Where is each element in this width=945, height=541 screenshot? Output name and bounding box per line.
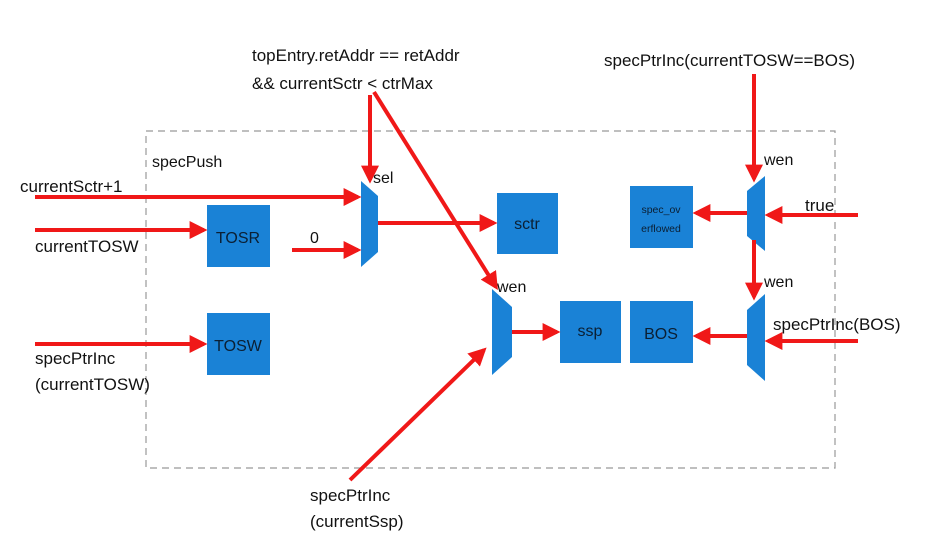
sctr-register	[497, 193, 558, 254]
true-input-label: true	[805, 196, 834, 215]
spec-ptr-inc-label-line1: specPtrInc	[35, 349, 116, 368]
bos-wen-mux	[747, 294, 765, 381]
overflow-wen-label: wen	[763, 152, 793, 169]
bos-wen-label: wen	[763, 274, 793, 291]
sel-condition-line1: topEntry.retAddr == retAddr	[252, 46, 460, 65]
ssp-register	[560, 301, 621, 363]
current-sctr-plus-1-label: currentSctr+1	[20, 177, 123, 196]
wire-current-ssp-to-ssp-wen	[348, 347, 487, 482]
spec-overflowed-label-line1: spec_ov	[641, 204, 681, 216]
ssp-wen-mux	[492, 289, 512, 375]
spec-ptr-inc-bos-label: specPtrInc(BOS)	[773, 315, 901, 334]
spec-push-region	[145, 130, 836, 469]
sel-mux	[361, 181, 378, 267]
zero-input-label: 0	[310, 230, 319, 247]
spec-ptr-inc-label-line2: (currentTOSW)	[35, 375, 150, 394]
spec-ptr-inc-ssp-line2: (currentSsp)	[310, 512, 404, 531]
spec-push-label: specPush	[152, 154, 222, 171]
tosr-label: TOSR	[216, 230, 260, 247]
tosw-register	[207, 313, 270, 375]
tosw-label: TOSW	[214, 338, 263, 355]
bos-condition-label: specPtrInc(currentTOSW==BOS)	[604, 51, 855, 70]
spec-ptr-inc-ssp-line1: specPtrInc	[310, 486, 391, 505]
sel-condition-line2: && currentSctr < ctrMax	[252, 74, 433, 93]
bos-label: BOS	[644, 326, 678, 343]
overflow-wen-mux	[747, 176, 765, 251]
ssp-label: ssp	[578, 323, 603, 340]
ssp-wen-label: wen	[496, 279, 526, 296]
sel-mux-label: sel	[373, 170, 393, 187]
tosr-register	[207, 205, 270, 267]
sctr-label: sctr	[514, 216, 540, 233]
bos-register	[630, 301, 693, 363]
current-tosw-label: currentTOSW	[35, 237, 139, 256]
spec-overflowed-register	[630, 186, 693, 248]
spec-overflowed-label-line2: erflowed	[641, 223, 681, 235]
wire-condition-to-ssp-wen	[372, 90, 498, 291]
